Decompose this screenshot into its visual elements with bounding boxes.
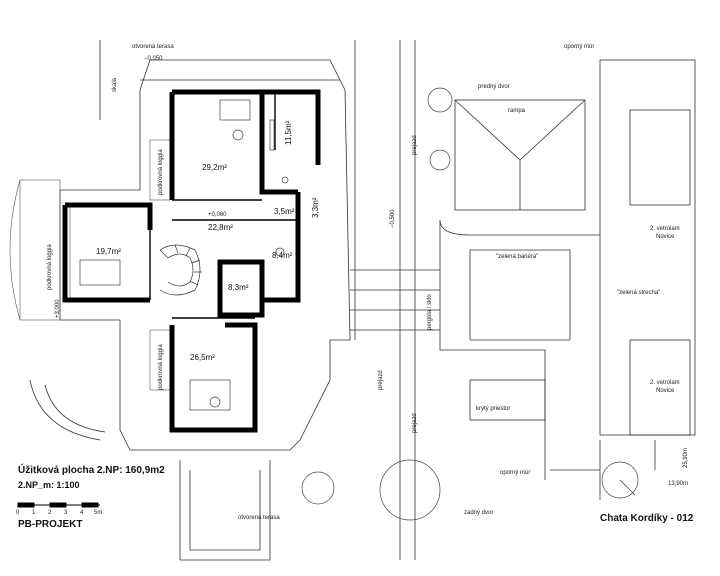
driveway-top-label: prejazd [412,135,418,155]
level-mid-label: +0,060 [208,212,227,218]
windbreak-2-label: 2. vetrolam [650,380,680,386]
scale-tick-3: 3 [64,510,68,516]
retaining-wall-top-label: oporný múr [564,44,595,50]
windbreak-1-label: 2. vetrolam [650,226,680,232]
covered-space-label: krytý priestor [476,406,511,412]
loggia-3-label: podkrovná loggia [158,344,164,390]
room-area-7: 19,7m² [96,247,121,256]
room-area-5: 22,8m² [208,223,233,232]
dimension-2-label: 13,90m [668,481,689,487]
level-top-label: −0,050 [144,56,163,62]
scale-tick-2: 2 [48,510,52,516]
scale-tick-0: 0 [16,510,20,516]
inner-walls [149,92,298,319]
scale-tick-4: 4 [80,510,84,516]
room-area-4: 3,3m² [311,197,320,218]
pergola-label: pergola / sklo [427,294,433,330]
driveway-left-label: prejazd [378,370,384,390]
room-area-3: 3,5m² [274,207,295,216]
back-yard-label: zadný dvor [464,510,494,516]
level-left-label: +3,000 [55,299,61,318]
room-area-2: 11,5m² [284,120,293,145]
green-barrier-label: "zelená bariéra" [496,254,539,260]
terrace-bottom-label: otvorená terasa [238,515,280,521]
stair-drawing [159,244,202,296]
room-area-8: 8,3m² [228,283,249,292]
trees [301,87,639,521]
scale-label: 2.NP_m: 1:100 [18,480,80,490]
dimension-1-label: 25,90m [683,447,689,468]
windbreak-2b-label: Novice [656,388,675,394]
front-yard-label: predný dvor [478,84,510,90]
terrace-top-label: otvorená terasa [132,44,174,50]
room-area-1: 29,2m² [202,163,227,172]
level-right-label: −0,500 [390,209,396,228]
scale-bar [17,502,100,508]
room-area-6: 8,4m² [272,251,293,260]
green-roof-label: "zelená strecha" [617,290,661,296]
furniture-drawing [79,99,289,411]
retaining-wall-bottom-label: oporný múr [500,470,531,476]
project-name: Chata Kordíky - 012 [600,513,694,524]
usable-area-title: Úžitková plocha 2.NP: 160,9m2 [18,465,165,476]
main-walls [62,89,321,433]
firm-name: PB-PROJEKT [18,519,83,530]
scale-tick-5: 5m [94,510,103,516]
house-outline [29,40,356,561]
scale-tick-1: 1 [32,510,36,516]
loggia-1-label: podkrovná loggia [158,149,164,195]
loggia-2-label: podkrovná loggia [47,244,53,290]
room-area-9: 26,5m² [190,353,215,362]
skala-label: skala [112,77,118,92]
left-bay-drawing [9,139,171,391]
ramp-label: rampa [508,108,526,114]
windbreak-1b-label: Novice [656,234,675,240]
driveway-bottom-label: prejazd [412,413,418,433]
right-site [350,40,696,560]
